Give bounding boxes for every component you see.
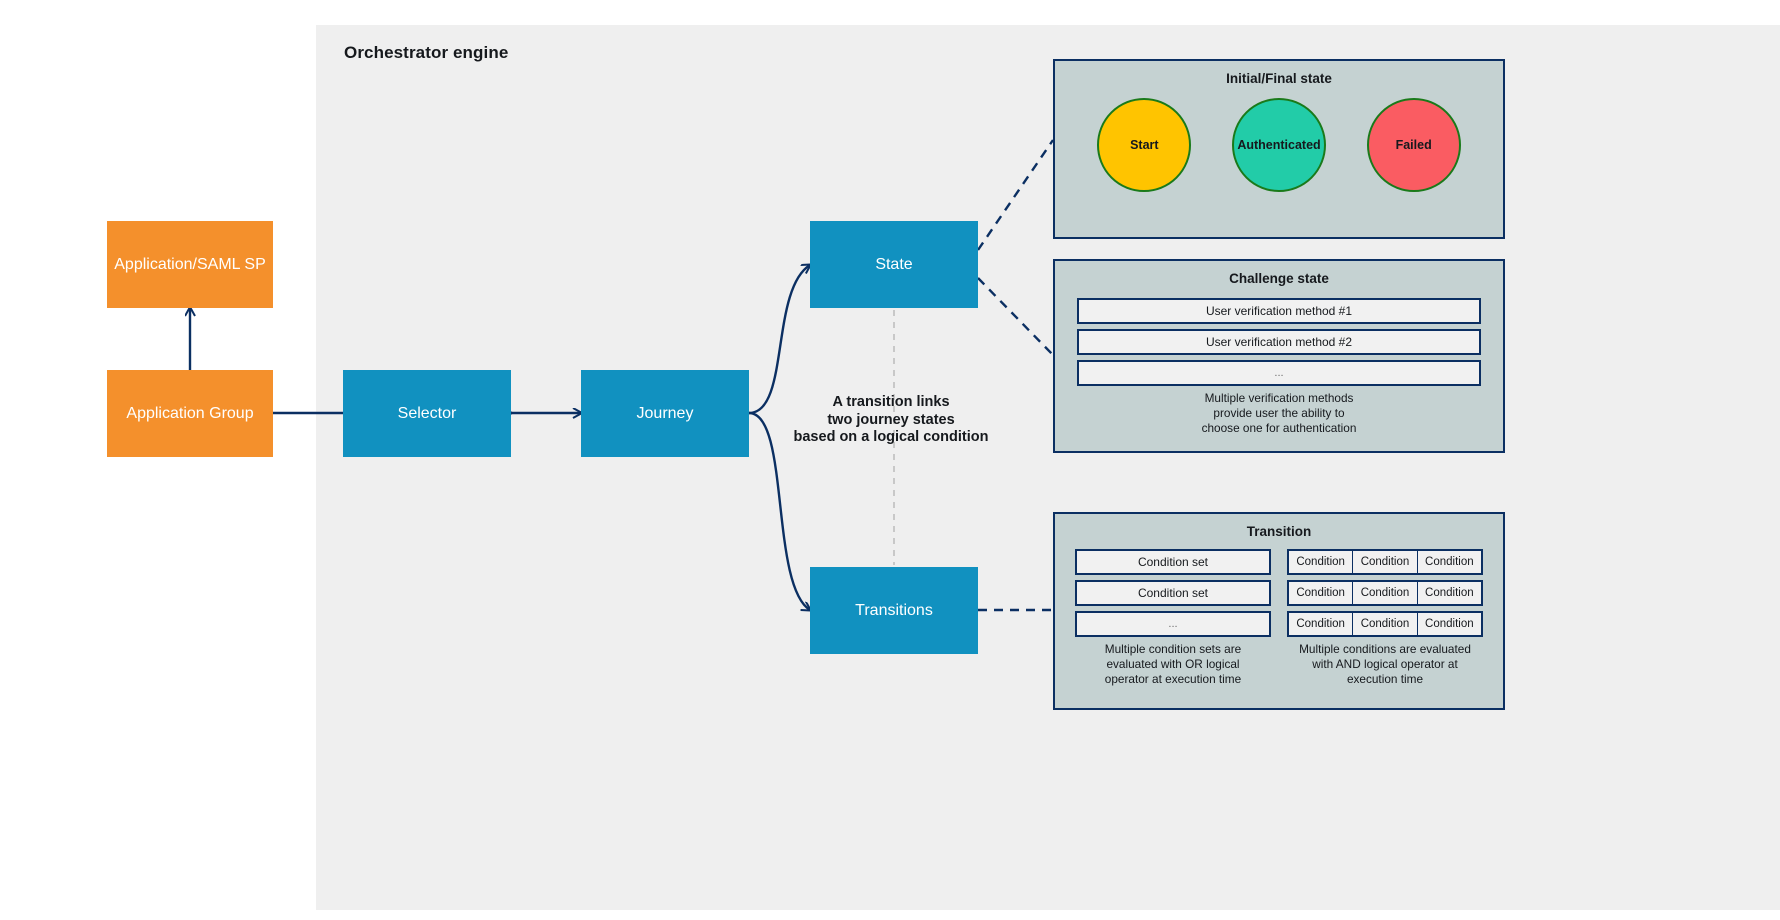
condition-set-item[interactable]: Condition set — [1075, 549, 1271, 575]
verification-method-item[interactable]: User verification method #1 — [1077, 298, 1481, 324]
node-transitions[interactable]: Transitions — [810, 567, 978, 654]
node-label: State — [875, 255, 913, 273]
card-initial-final-state: Initial/Final state Start Authenticated Fa… — [1053, 59, 1505, 239]
node-label: Transitions — [855, 601, 933, 619]
node-label: Application/SAML SP — [114, 255, 266, 273]
card-title: Transition — [1246, 524, 1312, 539]
card-title: Challenge state — [1229, 271, 1329, 286]
condition-cell[interactable]: Condition — [1425, 556, 1474, 568]
card-caption: Multiple verification methods provide us… — [1201, 391, 1357, 436]
condition-cell[interactable]: Condition — [1289, 613, 1354, 635]
node-journey[interactable]: Journey — [581, 370, 749, 457]
state-circle-failed[interactable]: Failed — [1366, 98, 1461, 192]
state-circle-label: Start — [1130, 138, 1159, 152]
state-circle-start[interactable]: Start — [1097, 98, 1192, 192]
verification-method-list: User verification method #1 User verifica… — [1055, 298, 1503, 386]
verification-method-item[interactable]: ... — [1077, 360, 1481, 386]
node-state[interactable]: State — [810, 221, 978, 308]
state-circle-authenticated[interactable]: Authenticated — [1231, 98, 1326, 192]
state-circle-row: Start Authenticated Failed — [1055, 98, 1503, 192]
node-application-group[interactable]: Application Group — [107, 370, 273, 457]
condition-sets-caption: Multiple condition sets are evaluated wi… — [1104, 642, 1242, 687]
verification-method-item[interactable]: User verification method #2 — [1077, 329, 1481, 355]
card-challenge-state: Challenge state User verification method… — [1053, 259, 1505, 453]
transition-annotation: A transition links two journey states ba… — [793, 394, 989, 446]
condition-cell[interactable]: Condition — [1425, 587, 1474, 599]
orchestrator-engine-panel: Orchestrator engine — [316, 25, 1780, 910]
state-circle-label: Failed — [1395, 138, 1432, 152]
condition-cell[interactable]: Condition — [1353, 613, 1418, 635]
condition-cell[interactable]: Condition — [1425, 618, 1474, 630]
condition-cell[interactable]: Condition — [1353, 551, 1418, 573]
node-application-saml-sp[interactable]: Application/SAML SP — [107, 221, 273, 308]
card-title: Initial/Final state — [1226, 71, 1332, 86]
condition-cell[interactable]: Condition — [1289, 582, 1354, 604]
condition-set-item[interactable]: ... — [1075, 611, 1271, 637]
condition-cell[interactable]: Condition — [1289, 551, 1354, 573]
condition-set-item[interactable]: Condition set — [1075, 580, 1271, 606]
node-label: Application Group — [126, 404, 254, 422]
node-selector[interactable]: Selector — [343, 370, 511, 457]
conditions-caption: Multiple conditions are evaluated with A… — [1299, 642, 1471, 687]
page-title: Orchestrator engine — [344, 43, 509, 62]
state-circle-label: Authenticated — [1237, 138, 1321, 152]
condition-cell[interactable]: Condition — [1353, 582, 1418, 604]
node-label: Selector — [397, 404, 457, 422]
node-label: Journey — [636, 404, 694, 422]
